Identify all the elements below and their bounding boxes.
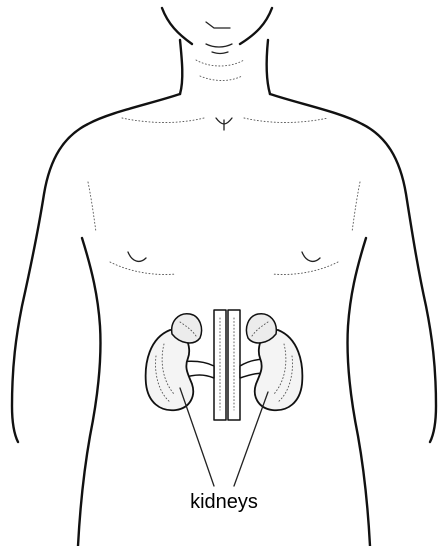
great-vessels <box>214 310 240 420</box>
left-adrenal-gland <box>172 314 202 343</box>
chest-details <box>88 118 360 275</box>
neck <box>162 8 272 94</box>
kidneys-label: kidneys <box>190 491 258 513</box>
right-adrenal-gland <box>246 314 276 343</box>
